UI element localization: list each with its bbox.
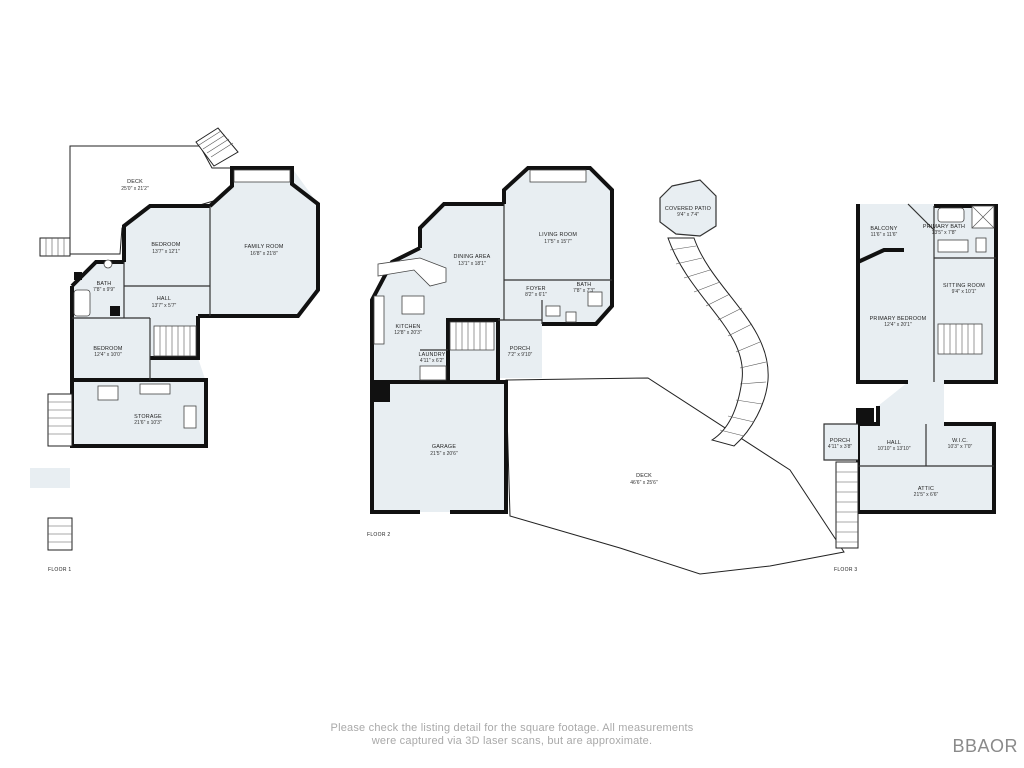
covered-patio-area <box>660 180 716 236</box>
primary-bedroom-name: PRIMARY BEDROOM <box>870 316 927 322</box>
laundry-name: LAUNDRY <box>418 352 445 358</box>
foyer-dim: 8'2" x 6'1" <box>525 292 547 298</box>
foyer-name: FOYER <box>526 286 546 292</box>
hall-3-dim: 10'10" x 13'10" <box>878 446 911 452</box>
hall-1-name: HALL <box>157 296 171 302</box>
floor-1-exterior-stairs <box>30 393 73 551</box>
bbaor-watermark: BBAOR <box>952 736 1018 756</box>
laundry-machines <box>419 365 447 381</box>
porch-3-dim: 4'11" x 3'8" <box>828 444 852 450</box>
covered-patio-dim: 9'4" x 7'4" <box>677 212 699 218</box>
floor-3-label: FLOOR 3 <box>834 567 858 573</box>
bedroom-1b-name: BEDROOM <box>93 346 123 352</box>
hall-1-dim: 13'7" x 5'7" <box>152 303 177 309</box>
living-room-name: LIVING ROOM <box>539 232 577 238</box>
covered-patio-name: COVERED PATIO <box>665 206 711 212</box>
kitchen-name: KITCHEN <box>395 324 420 330</box>
bay-window <box>233 169 291 183</box>
attic-name: ATTIC <box>918 486 934 492</box>
garage-name: GARAGE <box>432 444 456 450</box>
hall-3-name: HALL <box>887 440 901 446</box>
deck-2-area <box>505 377 845 575</box>
porch-3-name: PORCH <box>830 438 850 444</box>
dining-area-dim: 13'1" x 18'1" <box>458 261 486 267</box>
storage-furniture <box>97 385 119 401</box>
kitchen-side-counter <box>373 295 385 345</box>
curved-walkway-steps <box>669 245 767 437</box>
balcony-dim: 11'6" x 11'6" <box>871 232 898 238</box>
storage-name: STORAGE <box>134 414 162 420</box>
disclaimer-line-1: Please check the listing detail for the … <box>330 722 694 734</box>
sink <box>103 259 113 269</box>
floor-1-plan: DECK 25'0" x 21'2" FAMILY ROOM 16'8" x 2… <box>30 127 320 573</box>
porch-2-dim: 7'2" x 9'10" <box>508 352 533 358</box>
bath-2-dim: 7'8" x 7'3" <box>573 288 595 294</box>
primary-bath-name: PRIMARY BATH <box>923 224 965 230</box>
wic-name: W.I.C. <box>952 438 968 444</box>
living-bay-window <box>529 169 587 183</box>
curved-walkway <box>667 237 769 447</box>
deck-1-dim: 25'0" x 21'2" <box>121 186 149 192</box>
floor-3-exterior-stairs <box>835 461 859 549</box>
shower <box>587 291 603 307</box>
sink-2 <box>545 305 561 317</box>
deck-2-name: DECK <box>636 473 652 479</box>
family-room-dim: 16'8" x 21'8" <box>250 251 278 257</box>
deck-1-name: DECK <box>127 179 143 185</box>
primary-toilet <box>975 237 987 253</box>
storage-dim: 21'6" x 10'3" <box>134 420 162 426</box>
kitchen-island <box>401 295 425 315</box>
floor-1-label: FLOOR 1 <box>48 567 72 573</box>
balcony-name: BALCONY <box>870 226 897 232</box>
primary-vanity <box>937 239 969 253</box>
primary-bathtub <box>937 207 965 223</box>
chimney <box>370 382 390 402</box>
floor-3-interior-stairs <box>937 323 983 355</box>
bathtub <box>73 289 91 317</box>
primary-bath-dim: 13'5" x 7'8" <box>932 230 957 236</box>
toilet-2 <box>565 311 577 323</box>
living-room-dim: 17'5" x 15'7" <box>544 239 572 245</box>
floor-1-interior-stairs <box>153 325 197 357</box>
bath-1-dim: 7'8" x 9'9" <box>93 287 115 293</box>
toilet <box>110 306 120 316</box>
bath-1-name: BATH <box>97 281 112 287</box>
measurement-disclaimer: Please check the listing detail for the … <box>262 722 762 748</box>
floor-2-interior-stairs <box>449 321 495 351</box>
deck-2-dim: 46'6" x 25'6" <box>630 480 658 486</box>
disclaimer-line-2: were captured via 3D laser scans, but ar… <box>371 735 653 747</box>
porch-3-area <box>824 424 858 460</box>
bedroom-1a-dim: 13'7" x 12'1" <box>152 249 180 255</box>
floor-3-plan: BALCONY 11'6" x 11'6" PRIMARY BATH 13'5"… <box>823 203 998 573</box>
wic-dim: 10'3" x 7'0" <box>948 444 973 450</box>
sitting-room-dim: 9'4" x 10'1" <box>952 289 977 295</box>
porch-2-name: PORCH <box>510 346 530 352</box>
bedroom-1b-dim: 12'4" x 10'0" <box>94 352 122 358</box>
bedroom-1a-name: BEDROOM <box>151 242 181 248</box>
laundry-dim: 4'11" x 6'2" <box>420 358 444 364</box>
kitchen-counter <box>377 257 447 287</box>
sitting-room-name: SITTING ROOM <box>943 283 985 289</box>
garage-dim: 21'5" x 20'6" <box>430 451 458 457</box>
kitchen-dim: 12'8" x 20'3" <box>394 330 422 336</box>
attic-dim: 21'5" x 6'6" <box>914 492 939 498</box>
dining-area-name: DINING AREA <box>454 254 491 260</box>
floor-2-label: FLOOR 2 <box>367 532 391 538</box>
bath-2-name: BATH <box>577 282 592 288</box>
primary-bedroom-dim: 12'4" x 20'1" <box>884 322 912 328</box>
family-room-name: FAMILY ROOM <box>244 244 283 250</box>
deck-1-stairs <box>39 127 239 257</box>
floor-2-plan: DINING AREA 13'1" x 18'1" LIVING ROOM 17… <box>367 166 845 575</box>
